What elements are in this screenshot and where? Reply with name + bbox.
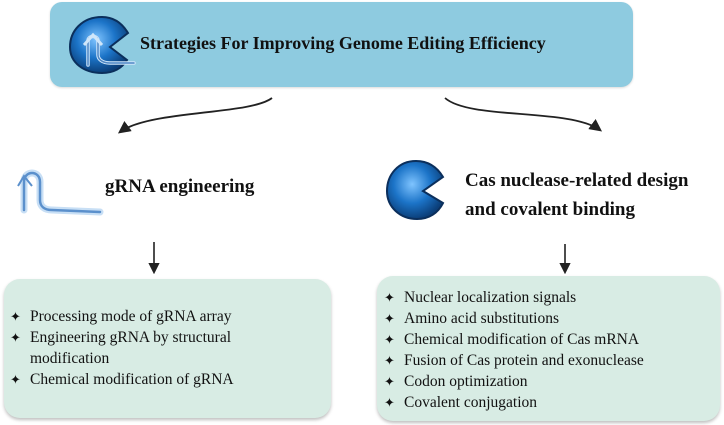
grna-icon — [17, 169, 104, 216]
cas-design-heading-line2: and covalent binding — [465, 199, 635, 220]
list-item: Fusion of Cas protein and exonuclease — [384, 350, 720, 371]
arrow-to-grna — [117, 97, 273, 134]
list-item: Chemical modification of Cas mRNA — [384, 329, 720, 350]
cas-protein-icon — [385, 159, 445, 221]
list-item: Engineering gRNA by structural modificat… — [10, 327, 295, 369]
cas-design-heading-line1: Cas nuclease-related design — [465, 170, 689, 191]
list-item-text: Engineering gRNA by structural modificat… — [30, 329, 232, 367]
cas-strategies-list: Nuclear localization signals Amino acid … — [384, 287, 720, 413]
title-box — [50, 2, 633, 87]
cas-protein-with-grna-icon — [68, 15, 136, 75]
list-item: Nuclear localization signals — [384, 287, 720, 308]
grna-strategies-list: Processing mode of gRNA array Engineerin… — [10, 306, 328, 390]
diagram-title: Strategies For Improving Genome Editing … — [140, 33, 546, 53]
list-item: Chemical modification of gRNA — [10, 369, 328, 390]
list-item: Covalent conjugation — [384, 392, 720, 413]
cas-design-heading: Cas nuclease-related design and covalent… — [465, 166, 688, 224]
list-item: Amino acid substitutions — [384, 308, 720, 329]
list-item: Codon optimization — [384, 371, 720, 392]
grna-engineering-heading: gRNA engineering — [105, 176, 255, 197]
arrow-to-cas — [444, 97, 603, 132]
list-item: Processing mode of gRNA array — [10, 306, 328, 327]
